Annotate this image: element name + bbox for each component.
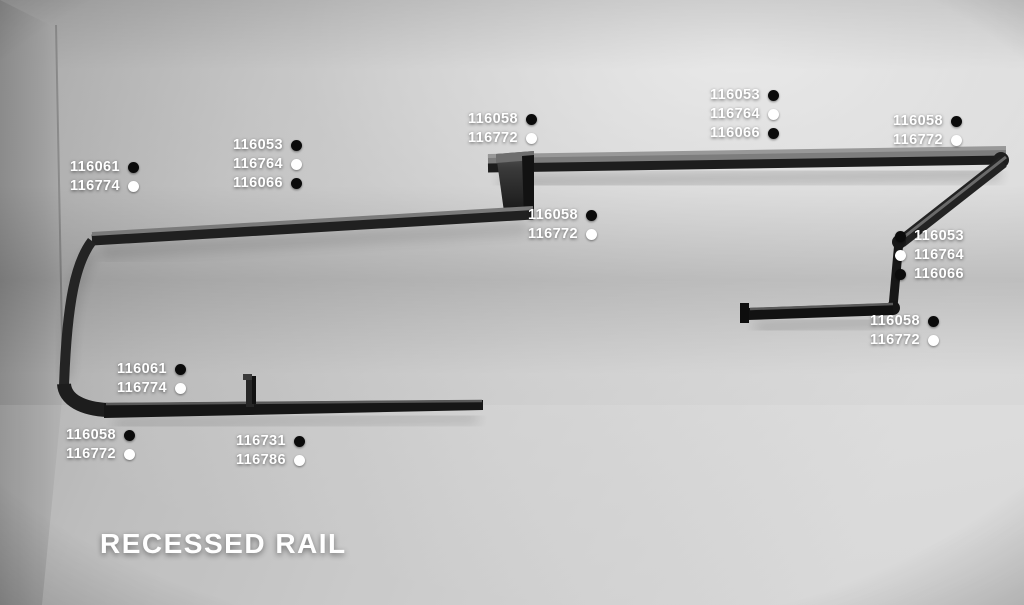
black-dot-icon <box>128 161 139 173</box>
part-number: 116061 <box>70 158 120 175</box>
part-number: 116786 <box>236 451 286 468</box>
label-group-upper-left-connector: 116053 116764 116066 <box>233 138 302 190</box>
part-label: 116058 <box>528 208 597 222</box>
part-number: 116066 <box>710 124 760 141</box>
white-dot-icon <box>128 180 139 192</box>
part-number: 116053 <box>710 86 760 103</box>
part-number: 116053 <box>233 136 283 153</box>
part-label: 116061 <box>70 160 139 174</box>
part-number: 116731 <box>236 432 286 449</box>
black-dot-icon <box>291 177 302 189</box>
label-group-center-junction-bottom: 116058 116772 <box>528 208 597 241</box>
white-dot-icon <box>294 454 305 466</box>
part-number: 116053 <box>914 227 964 244</box>
part-number: 116764 <box>710 105 760 122</box>
label-group-top-rail-connector: 116053 116764 116066 <box>710 88 779 140</box>
part-number: 116772 <box>468 129 518 146</box>
black-dot-icon <box>294 435 305 447</box>
part-label: 116066 <box>710 126 779 140</box>
part-number: 116764 <box>233 155 283 172</box>
black-dot-icon <box>895 268 906 280</box>
part-label: 116053 <box>233 138 302 152</box>
part-number: 116772 <box>870 331 920 348</box>
part-number: 116058 <box>66 426 116 443</box>
label-group-top-right-end: 116058 116772 <box>893 114 962 147</box>
part-number: 116066 <box>914 265 964 282</box>
part-number: 116058 <box>468 110 518 127</box>
part-label: 116772 <box>870 333 939 347</box>
part-number: 116772 <box>893 131 943 148</box>
white-dot-icon <box>124 448 135 460</box>
black-dot-icon <box>951 115 962 127</box>
part-label: 116772 <box>66 447 135 461</box>
label-group-left-rail-start: 116061 116774 <box>70 160 139 193</box>
label-group-right-rail-end: 116058 116772 <box>870 314 939 347</box>
label-group-center-junction-top: 116058 116772 <box>468 112 537 145</box>
part-number: 116772 <box>66 445 116 462</box>
part-label: 116772 <box>528 227 597 241</box>
part-label: 116058 <box>468 112 537 126</box>
white-dot-icon <box>928 334 939 346</box>
part-label: 116066 <box>233 176 302 190</box>
black-dot-icon <box>586 209 597 221</box>
part-number: 116058 <box>870 312 920 329</box>
image-title: RECESSED RAIL <box>100 528 347 559</box>
part-label: 116786 <box>236 453 305 467</box>
part-label: 116058 <box>66 428 135 442</box>
part-label: 116066 <box>895 267 964 281</box>
black-dot-icon <box>768 89 779 101</box>
part-number: 116066 <box>233 174 283 191</box>
part-number: 116061 <box>117 360 167 377</box>
part-label: 116058 <box>870 314 939 328</box>
part-label: 116764 <box>895 248 964 262</box>
part-label: 116053 <box>710 88 779 102</box>
part-number: 116058 <box>893 112 943 129</box>
white-dot-icon <box>895 249 906 261</box>
part-number: 116772 <box>528 225 578 242</box>
white-dot-icon <box>586 228 597 240</box>
label-group-right-corner-connector: 116053 116764 116066 <box>895 229 964 281</box>
black-dot-icon <box>928 315 939 327</box>
black-dot-icon <box>768 127 779 139</box>
black-dot-icon <box>291 139 302 151</box>
white-dot-icon <box>768 108 779 120</box>
part-number: 116774 <box>70 177 120 194</box>
black-dot-icon <box>895 230 906 242</box>
part-number: 116774 <box>117 379 167 396</box>
label-group-bottom-stub-adapter: 116731 116786 <box>236 434 305 467</box>
part-label: 116061 <box>117 362 186 376</box>
white-dot-icon <box>175 382 186 394</box>
white-dot-icon <box>951 134 962 146</box>
part-label: 116764 <box>233 157 302 171</box>
black-dot-icon <box>175 363 186 375</box>
part-label: 116058 <box>893 114 962 128</box>
white-dot-icon <box>526 132 537 144</box>
black-dot-icon <box>124 429 135 441</box>
part-number: 116058 <box>528 206 578 223</box>
part-label: 116053 <box>895 229 964 243</box>
black-dot-icon <box>526 113 537 125</box>
part-label: 116772 <box>893 133 962 147</box>
part-label: 116764 <box>710 107 779 121</box>
white-dot-icon <box>291 158 302 170</box>
part-label: 116731 <box>236 434 305 448</box>
part-label: 116774 <box>70 179 139 193</box>
label-group-bottom-left-end: 116058 116772 <box>66 428 135 461</box>
label-group-lower-left-connector: 116061 116774 <box>117 362 186 395</box>
part-number: 116764 <box>914 246 964 263</box>
part-label: 116772 <box>468 131 537 145</box>
part-label: 116774 <box>117 381 186 395</box>
